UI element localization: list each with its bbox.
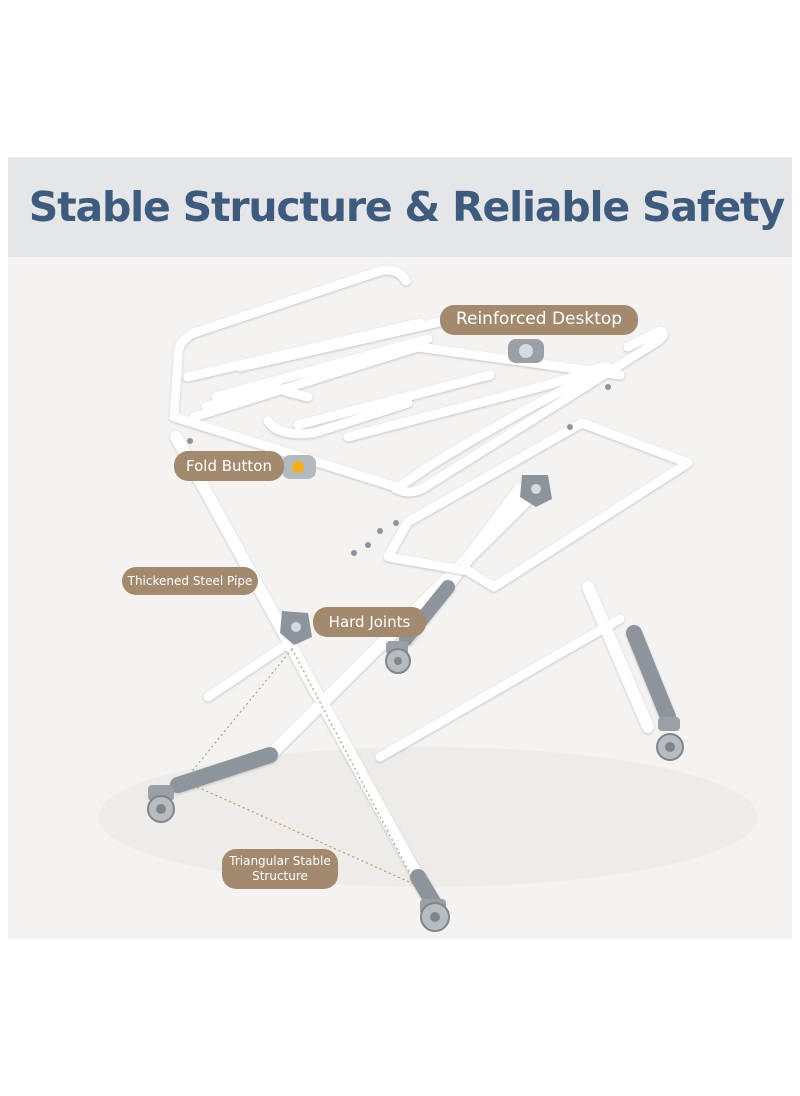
rivets <box>187 384 611 556</box>
caster-back-left <box>385 641 411 674</box>
product-photo: Reinforced Desktop Fold Button Thickened… <box>8 257 792 939</box>
casters <box>147 641 684 932</box>
callout-fold-button: Fold Button <box>174 451 284 481</box>
joints <box>280 339 552 645</box>
hard-joint-right <box>520 475 552 507</box>
caster-back-right <box>656 717 684 761</box>
headline: Stable Structure & Reliable Safety <box>28 183 785 231</box>
caster-front-right <box>420 899 450 932</box>
callout-thickened-steel-pipe: Thickened Steel Pipe <box>122 567 258 595</box>
callout-triangular-stable-structure: Triangular Stable Structure <box>222 849 338 889</box>
headline-banner: Stable Structure & Reliable Safety <box>8 157 792 257</box>
callout-reinforced-desktop: Reinforced Desktop <box>440 305 638 335</box>
reinforced-desktop-joint <box>508 339 544 363</box>
floor-shadow <box>98 747 758 887</box>
caster-front-left <box>147 785 175 823</box>
hard-joint-left <box>280 611 312 645</box>
triangle-guide <box>183 647 418 887</box>
fold-button <box>282 455 316 479</box>
callout-hard-joints: Hard Joints <box>313 607 426 637</box>
lower-shelf <box>383 418 693 592</box>
changing-table-illustration <box>98 265 758 932</box>
